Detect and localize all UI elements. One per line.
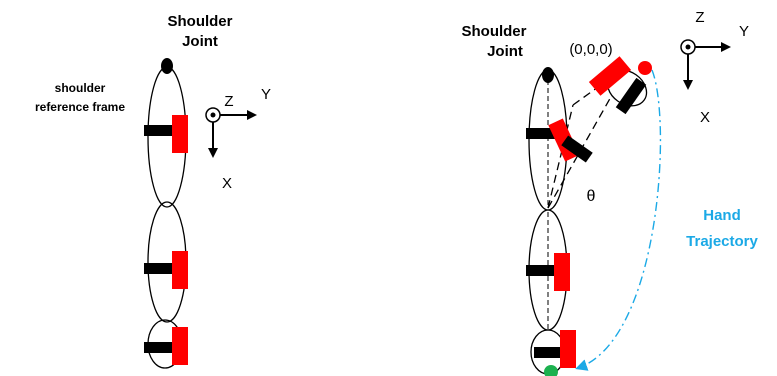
left-figure: Shoulder Joint shoulder reference frame — [35, 13, 271, 369]
sensor-block — [534, 347, 564, 358]
left-upper-arm-sensor — [144, 115, 188, 153]
sensor-marker — [554, 253, 570, 291]
origin-label: (0,0,0) — [569, 41, 612, 58]
sensor-marker — [172, 251, 188, 289]
left-shoulder-joint-dot — [161, 58, 173, 74]
trajectory-label-line1: Hand — [703, 207, 741, 224]
frame-label-line2: reference frame — [35, 100, 125, 114]
right-axes: Z Y X — [680, 9, 749, 126]
hand-start-point — [638, 61, 652, 75]
angle-theta-label: θ — [587, 188, 596, 205]
left-axis-x-label: X — [222, 175, 232, 192]
sensor-marker — [548, 118, 580, 162]
frame-label-line1: shoulder — [55, 81, 106, 95]
sensor-block-rotated — [561, 135, 593, 163]
sensor-marker — [560, 330, 576, 368]
right-hand-sensor — [534, 330, 576, 368]
left-forearm-sensor — [144, 251, 188, 289]
left-axes: Z Y X — [205, 86, 271, 192]
right-axis-x-label: X — [700, 109, 710, 126]
left-axis-y-label: Y — [261, 86, 271, 103]
left-hand-sensor — [144, 327, 188, 365]
right-forearm-sensor — [526, 253, 570, 291]
trajectory-label-line2: Trajectory — [686, 233, 758, 250]
left-title-line1: Shoulder — [167, 13, 232, 30]
sensor-block — [526, 128, 556, 139]
sensor-block — [526, 265, 556, 276]
right-figure: Shoulder Joint (0,0,0) θ — [461, 9, 759, 376]
sensor-block — [144, 125, 174, 136]
right-axis-y-label: Y — [739, 23, 749, 40]
right-axis-z-label: Z — [695, 9, 704, 26]
raised-hand-sensor — [588, 56, 647, 115]
hand-trajectory-path — [575, 69, 662, 371]
sensor-marker — [588, 56, 632, 96]
right-title-line2: Joint — [487, 43, 523, 60]
right-upper-arm-sensor — [526, 118, 593, 163]
sensor-block — [144, 263, 174, 274]
right-title-line1: Shoulder — [461, 23, 526, 40]
hand-end-point — [544, 365, 558, 376]
sensor-block — [144, 342, 174, 353]
left-axis-z-label: Z — [224, 93, 233, 110]
sensor-marker — [172, 115, 188, 153]
sensor-block — [615, 77, 647, 115]
left-title-line2: Joint — [182, 33, 218, 50]
sensor-marker — [172, 327, 188, 365]
